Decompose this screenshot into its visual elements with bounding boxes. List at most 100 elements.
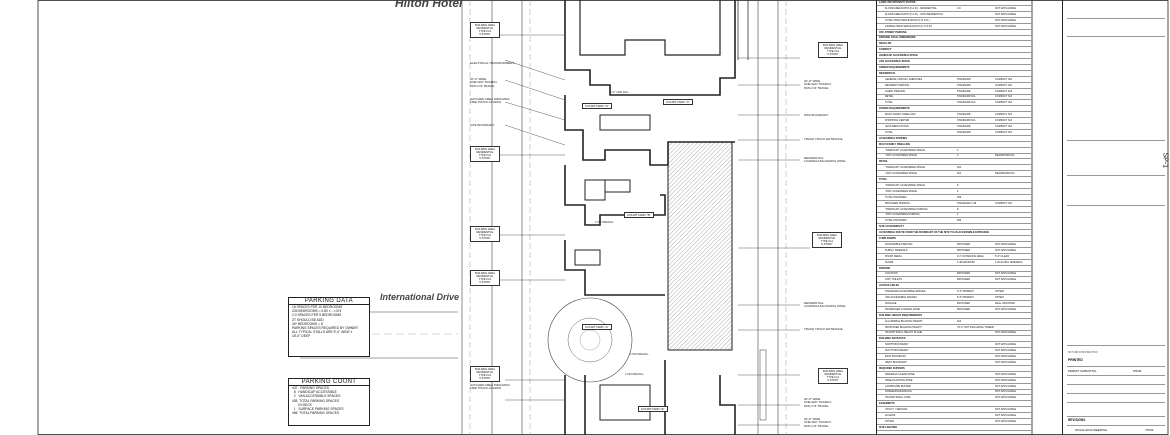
schedule-status: COMPACT N/A [995,77,1013,81]
schedule-item: LANDSCAPE BUFFER [885,384,911,388]
schedule-status: COMPACT N/A [995,124,1013,128]
schedule-status: WALL MOUNTED [995,301,1015,305]
schedule-item: SLOPE [885,260,894,264]
svg-text:4 HR FIREWALL: 4 HR FIREWALL [595,221,614,224]
revisions-label: REVISIONS [1068,418,1086,422]
building-callout: BUILDING AREA RESIDENTIAL TYPE III-A 5-S… [470,366,500,382]
permit-label: PERMIT SUBMITTAL [1068,369,1097,373]
parking-count-line: 1 SURFACE PARKING SPACES [292,407,344,412]
schedule-item: RESIDENT PARKING [885,83,910,87]
schedule-row: "VAN" ACCESSIBLE SPACE N/A HEADROOM N/A [877,171,1033,178]
schedule-value: 2 [957,154,959,158]
schedule-row: TOTAL OPEN SPACE RATIO (T.O.S.R.)NOT APP… [877,18,1033,24]
schedule-value: 8'-0" PRIMARY [957,296,975,299]
courtyard-label: COURTYARD "A" [582,324,612,330]
courtyard-label: COURTYARD "B" [624,212,654,218]
site-note: HATCHED AREA INDICATES FIRE TRUCK ACCESS [470,97,510,105]
schedule-item: BUILDING HEIGHT REQUIREMENTS [879,313,923,317]
schedule-row: REGULAR [877,41,1033,48]
schedule-item: SHOPPING CENTER [885,119,910,122]
schedule-item: TOTAL PROVIDED [885,219,907,223]
site-note: TRASH TRUCK ENTRANCE [804,327,843,331]
schedule-item: "VAN" ACCESSIBLE SPACE [885,189,917,193]
schedule-value: STANDARD [957,124,971,128]
stamp-label: NOT FOR CONSTRUCTION [1068,352,1098,354]
schedule-item: LESS REDUCTIONS [885,124,909,128]
schedule-item: SCREENING/FENCING [885,390,912,394]
schedule-item: OFF-STREET PARKING [879,30,907,34]
building-callout: BUILDING AREA RESIDENTIAL TYPE III-A 5-S… [818,368,848,384]
svg-text:4 HR FIREWALL: 4 HR FIREWALL [625,373,644,376]
schedule-item: VAN ACCESSIBLE SPACE [879,60,910,63]
schedule-item: STANDARD ACCESSIBLE SPACES [885,290,926,294]
schedule-item: PROPOSED BUILDING HEIGHT [885,325,922,329]
schedule-status: HEADROOM N/A [995,172,1015,176]
schedule-status: NOT APPLICABLE [995,331,1017,335]
parking-data-line: 40* BEDROOMS = 8 [292,321,323,326]
schedule-row: LANDSCAPE BUFFER NOT APPLICABLE [877,384,1033,390]
building-callout: BUILDING AREA RESIDENTIAL TYPE III-A 5-S… [470,146,500,162]
schedule-value: PROVIDED [957,272,971,276]
schedule-item: GENERAL OFFICE / AMENITIES [885,77,923,81]
schedule-value: PROVIDED [957,301,971,305]
schedule-value: N/A [957,172,962,176]
schedule-value: STANDARD [957,83,971,87]
site-note: SITE BOUNDARY [804,113,829,117]
site-note: SITE BOUNDARY [470,123,495,127]
building-callout: BUILDING AREA RESIDENTIAL TYPE III-A 5-S… [818,42,848,58]
schedule-status: COMPACT N/A [995,95,1013,99]
schedule-value: PROVIDED [957,242,971,246]
schedule-item: PARKING [879,266,891,270]
schedule-status: OTHER [995,290,1004,294]
schedule-item: "VAN" ACCESSIBLE SPACE [885,172,917,176]
schedule-item: REQUIRED BUFFERS [879,366,905,370]
schedule-status: NOT APPLICABLE [995,24,1017,28]
schedule-status: NOT APPLICABLE [995,12,1017,16]
building-callout: BUILDING AREA RESIDENTIAL TYPE III-A 5-S… [812,232,842,248]
schedule-item: ALLOWABLE BUILDING HEIGHT [885,319,923,323]
schedule-item: COMPACT [879,48,892,52]
schedule-row: VAN ACCESSIBLE SPACE [877,59,1033,65]
schedule-item: UTILITY / SERVICE [885,408,908,412]
schedule-status: NOT APPLICABLE [995,307,1017,311]
schedule-value: 1/4" IN PARKING AREA [957,254,984,258]
schedule-row: BUILDING SETBACKS [877,336,1033,343]
schedule-status: NOT APPLICABLE [995,408,1017,412]
schedule-status: NOT APPLICABLE [995,360,1017,364]
parking-count-line: 8 HANDICAP ACCESSIBLE [292,390,337,395]
schedule-value: 8 [957,183,959,187]
schedule-value: STANDARD N/A [957,95,976,99]
schedule-item: USABLE OPEN SPACE RATIO (U.O.S.R.) [885,24,933,28]
schedule-item: TOTAL [885,101,893,105]
schedule-value: STANDARD [957,77,971,81]
schedule-item: SOUTH BOUNDARY [885,349,909,353]
site-note: RESIDENTIAL LOADING/UNLOADING ZONE [804,301,846,309]
schedule-item: UNIT TOILETS [885,278,902,282]
site-note: 20'-0" WIDE ONE-WAY TRAFFIC PATH OF TRAV… [804,397,832,408]
schedule-value: STANDARD 4.48 [957,201,977,205]
schedule-status: 5'-0" CLEAR [995,254,1010,258]
schedule-item: "VAN" ACCESSIBLE SPACE [885,154,917,158]
parking-count-line: 456 TOTAL PARKING SPACES [292,411,340,416]
schedule-status: NOT APPLICABLE [995,384,1017,388]
parking-data-box: PARKING DATA 18 SPACES PER 10 BEDROOMS 2… [288,297,370,357]
schedule-value: STANDARD N/A [957,101,976,105]
title-block: SP-1 NOT FOR CONSTRUCTION PRINTED PERMIT… [1062,0,1170,435]
schedule-status: NOT APPLICABLE [995,419,1017,423]
schedule-row: RETAIL [877,159,1033,166]
